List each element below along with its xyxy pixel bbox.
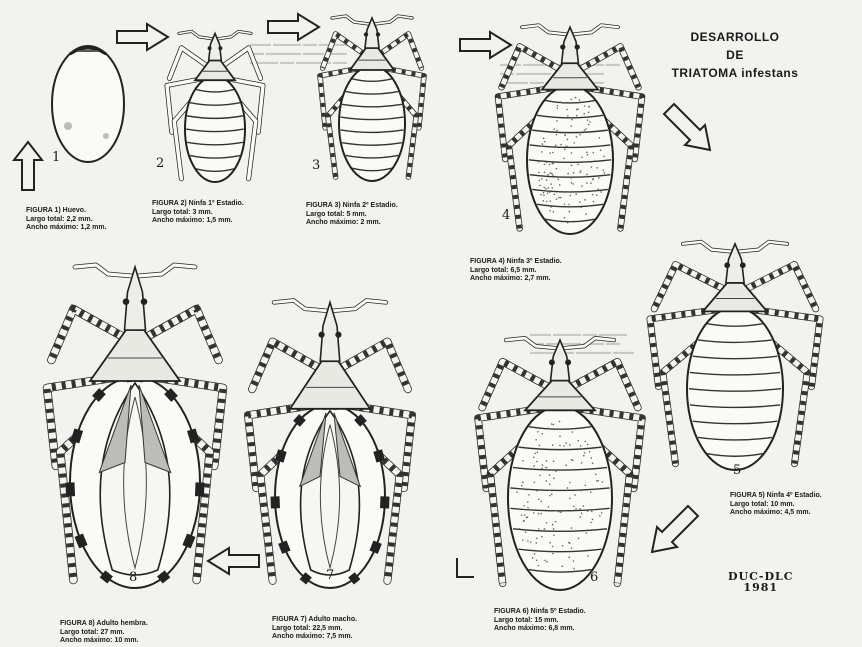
caption-figure-5: FIGURA 5) Ninfa 4º Estadio. Largo total:… (730, 492, 822, 518)
caption-figure-2: FIGURA 2) Ninfa 1º Estadio. Largo total:… (152, 200, 244, 226)
caption-line: FIGURA 6) Ninfa 5º Estadio. (494, 608, 586, 617)
caption-line: Ancho máximo: 1,5 mm. (152, 217, 244, 226)
caption-line: Ancho máximo: 6,8 mm. (494, 625, 586, 634)
title-line-2: DE (660, 46, 810, 64)
nymph-4-illustration (640, 236, 830, 476)
caption-line: Largo total: 5 mm. (306, 211, 398, 220)
arrow-down-left-icon (648, 502, 702, 556)
caption-line: Largo total: 2,2 mm. (26, 216, 107, 225)
caption-figure-7: FIGURA 7) Adulto macho. Largo total: 22,… (272, 616, 357, 642)
caption-line: Ancho máximo: 2,7 mm. (470, 275, 562, 284)
caption-line: Ancho máximo: 2 mm. (306, 219, 398, 228)
caption-line: Largo total: 15 mm. (494, 617, 586, 626)
caption-line: Largo total: 10 mm. (730, 501, 822, 510)
nymph-2-illustration (312, 12, 432, 187)
signature: DUC-DLC 1981 (728, 571, 793, 593)
adult-male-illustration (240, 294, 420, 594)
diagram-title: DESARROLLO DE TRIATOMA infestans (660, 28, 810, 82)
caption-line: Ancho máximo: 4,5 mm. (730, 509, 822, 518)
caption-line: FIGURA 5) Ninfa 4º Estadio. (730, 492, 822, 501)
arrow-up-icon (12, 140, 44, 192)
caption-figure-8: FIGURA 8) Adulto hembra. Largo total: 27… (60, 620, 148, 646)
caption-figure-1: FIGURA 1) Huevo. Largo total: 2,2 mm. An… (26, 207, 107, 233)
nymph-5-illustration (470, 332, 650, 596)
caption-figure-4: FIGURA 4) Ninfa 3º Estadio. Largo total:… (470, 258, 562, 284)
caption-line: Largo total: 27 mm. (60, 629, 148, 638)
figure-number-8: 8 (129, 570, 137, 585)
figure-number-6: 6 (590, 570, 598, 585)
title-line-3: TRIATOMA infestans (660, 64, 810, 82)
caption-line: Largo total: 3 mm. (152, 209, 244, 218)
caption-line: Ancho máximo: 1,2 mm. (26, 224, 107, 233)
signature-year: 1981 (728, 582, 793, 593)
figure-number-7: 7 (326, 568, 334, 583)
caption-line: Largo total: 22,5 mm. (272, 625, 357, 634)
caption-line: FIGURA 8) Adulto hembra. (60, 620, 148, 629)
figure-number-5: 5 (733, 463, 741, 478)
figure-number-4: 4 (502, 208, 510, 223)
caption-line: FIGURA 7) Adulto macho. (272, 616, 357, 625)
figure-number-1: 1 (52, 150, 60, 165)
corner-bracket (456, 558, 474, 578)
nymph-3-illustration (490, 20, 650, 240)
arrow-down-right-icon (660, 100, 714, 154)
caption-figure-3: FIGURA 3) Ninfa 2º Estadio. Largo total:… (306, 202, 398, 228)
caption-line: FIGURA 4) Ninfa 3º Estadio. (470, 258, 562, 267)
caption-figure-6: FIGURA 6) Ninfa 5º Estadio. Largo total:… (494, 608, 586, 634)
caption-line: FIGURA 3) Ninfa 2º Estadio. (306, 202, 398, 211)
title-line-1: DESARROLLO (660, 28, 810, 46)
caption-line: Ancho máximo: 7,5 mm. (272, 633, 357, 642)
adult-female-illustration (40, 258, 230, 594)
caption-line: Ancho máximo: 10 mm. (60, 637, 148, 646)
egg-illustration (48, 36, 128, 166)
caption-line: FIGURA 1) Huevo. (26, 207, 107, 216)
figure-number-3: 3 (312, 158, 320, 173)
nymph-1-illustration (160, 28, 270, 188)
caption-line: Largo total: 6,5 mm. (470, 267, 562, 276)
caption-line: FIGURA 2) Ninfa 1º Estadio. (152, 200, 244, 209)
figure-number-2: 2 (156, 156, 164, 171)
